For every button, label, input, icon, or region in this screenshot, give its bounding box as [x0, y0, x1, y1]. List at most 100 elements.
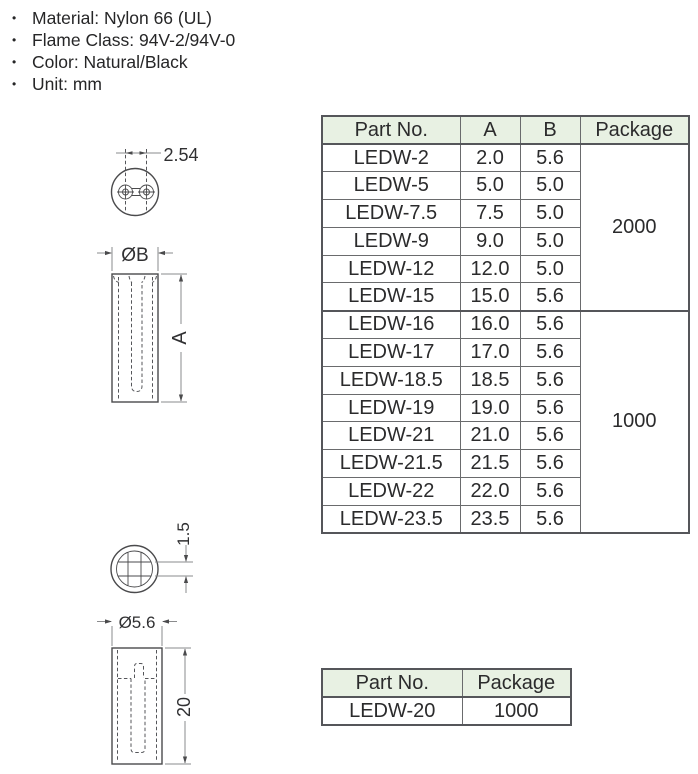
dim-b-cell: 5.6: [519, 421, 581, 451]
length-a-dimension: A: [161, 273, 191, 403]
slot-width-arrow-bottom: [183, 576, 189, 583]
part-number-cell: LEDW-9: [321, 226, 461, 256]
dim-b-cell: 5.6: [519, 449, 581, 479]
header-b: B: [519, 115, 581, 145]
table-row: LEDW-21 21.0 5.6: [321, 421, 689, 451]
table-row: LEDW-21.5 21.5 5.6: [321, 449, 689, 479]
diameter-56-label: Ø5.6: [119, 613, 156, 632]
package-qty-cell: 1000: [461, 696, 572, 726]
table-row: LEDW-20 1000: [321, 696, 572, 726]
diameter-56-arrow-left: [105, 619, 112, 624]
entry-chamfer-hidden: [113, 275, 157, 283]
slot-width-dimension: 1.5: [155, 522, 193, 593]
dim-a-cell: 16.0: [459, 309, 521, 340]
ledw20-bore-hidden-lines: [117, 650, 157, 762]
part-number-cell: LEDW-5: [321, 171, 461, 201]
dim-b-cell: 5.0: [519, 226, 581, 256]
part-number-cell: LEDW-20: [321, 696, 463, 726]
hole-connecting-slot: [132, 188, 140, 196]
spacer-outline-circle: [110, 167, 160, 217]
length-20-dimension: 20: [165, 647, 194, 765]
part-number-cell: LEDW-21: [321, 421, 461, 451]
dim-a-cell: 2.0: [459, 143, 521, 173]
table-row: LEDW-15 15.0 5.6: [321, 282, 689, 312]
dim-b-cell: 5.0: [519, 254, 581, 284]
part-number-cell: LEDW-12: [321, 254, 461, 284]
dim-b-cell: 5.6: [519, 282, 581, 312]
drawing-spacer-side-view: ØB A: [97, 245, 191, 403]
slot-width-label: 1.5: [174, 522, 193, 546]
length-a-arrow-top: [178, 274, 184, 282]
ledw20-slot-neck-hidden: [134, 663, 144, 678]
dim-b-cell: 5.6: [519, 393, 581, 423]
part-number-cell: LEDW-7.5: [321, 199, 461, 228]
diameter-b-arrow-left: [105, 250, 112, 256]
table-row: LEDW-16 16.0 5.6 1000: [321, 309, 690, 534]
length-a-extension-lines: [161, 273, 187, 403]
table-row: LEDW-7.5 7.5 5.0: [321, 199, 689, 228]
drawing-ledw20-side-view: Ø5.6 20: [97, 613, 194, 765]
diameter-56-arrow-right: [162, 619, 169, 624]
length-20-arrow-top: [182, 648, 188, 656]
length-a-label: A: [169, 331, 191, 345]
dim-a-cell: 19.0: [459, 393, 521, 423]
spacer-body-outline: [111, 273, 159, 403]
dim-a-cell: 23.5: [459, 504, 521, 534]
dim-b-cell: 5.6: [519, 365, 581, 395]
pitch-dim-label: 2.54: [164, 145, 199, 165]
part-number-cell: LEDW-16: [321, 309, 461, 340]
part-number-cell: LEDW-19: [321, 393, 461, 423]
part-number-cell: LEDW-23.5: [321, 504, 461, 534]
dim-a-cell: 15.0: [459, 282, 521, 312]
spec-list: Material: Nylon 66 (UL) Flame Class: 94V…: [12, 7, 235, 95]
dim-a-cell: 17.0: [459, 338, 521, 367]
part-number-cell: LEDW-21.5: [321, 449, 461, 479]
center-slot-hidden: [131, 282, 143, 393]
table-row: LEDW-9 9.0 5.0: [321, 226, 689, 256]
header-part-no: Part No.: [321, 115, 461, 145]
diameter-b-extension-lines: [111, 247, 159, 271]
header-part-no: Part No.: [321, 668, 463, 698]
part-number-cell: LEDW-22: [321, 477, 461, 506]
dim-a-cell: 22.0: [459, 477, 521, 506]
spec-item-material: Material: Nylon 66 (UL): [12, 7, 235, 29]
length-20-extension-lines: [165, 647, 191, 765]
cross-slot-vertical-lines: [127, 552, 142, 586]
pitch-dimension: 2.54: [116, 145, 199, 165]
cross-slot-horizontal-lines: [118, 561, 151, 577]
table-row: LEDW-22 22.0 5.6: [321, 477, 689, 506]
dim-b-cell: 5.6: [519, 309, 581, 340]
length-a-arrow-bottom: [178, 394, 184, 402]
dim-a-cell: 5.0: [459, 171, 521, 201]
part-number-cell: LEDW-17: [321, 338, 461, 367]
drawing-ledw20-top-view: 1.5: [110, 522, 193, 594]
part-number-cell: LEDW-2: [321, 143, 461, 173]
spec-item-color: Color: Natural/Black: [12, 51, 235, 73]
header-package: Package: [579, 115, 690, 145]
spec-item-unit: Unit: mm: [12, 73, 235, 95]
package-qty-cell: 1000: [579, 309, 690, 534]
header-package: Package: [461, 668, 572, 698]
ledw20-slot-hidden: [130, 678, 146, 753]
parts-table: Part No. A B Package LEDW-2 2.0 5.6 2000…: [321, 115, 690, 535]
dim-a-cell: 21.0: [459, 421, 521, 451]
table-row: LEDW-18.5 18.5 5.6: [321, 365, 689, 395]
part-number-cell: LEDW-18.5: [321, 365, 461, 395]
parts-table-header-row: Part No. A B Package: [321, 115, 690, 145]
pitch-arrow-right: [139, 151, 147, 155]
slot-width-arrow-top: [183, 555, 189, 562]
dim-a-cell: 9.0: [459, 226, 521, 256]
length-20-arrow-bottom: [182, 756, 188, 764]
spec-item-flame-class: Flame Class: 94V-2/94V-0: [12, 29, 235, 51]
dim-a-cell: 21.5: [459, 449, 521, 479]
dim-b-cell: 5.0: [519, 199, 581, 228]
dim-b-cell: 5.6: [519, 338, 581, 367]
pitch-extension-dashed-lines: [125, 149, 147, 211]
ledw20-body-outline: [111, 647, 163, 765]
diameter-b-arrow-right: [158, 250, 165, 256]
dim-a-cell: 7.5: [459, 199, 521, 228]
table-row: LEDW-17 17.0 5.6: [321, 338, 689, 367]
dim-b-cell: 5.6: [519, 143, 581, 173]
length-20-label: 20: [174, 697, 194, 717]
dim-a-cell: 18.5: [459, 365, 521, 395]
